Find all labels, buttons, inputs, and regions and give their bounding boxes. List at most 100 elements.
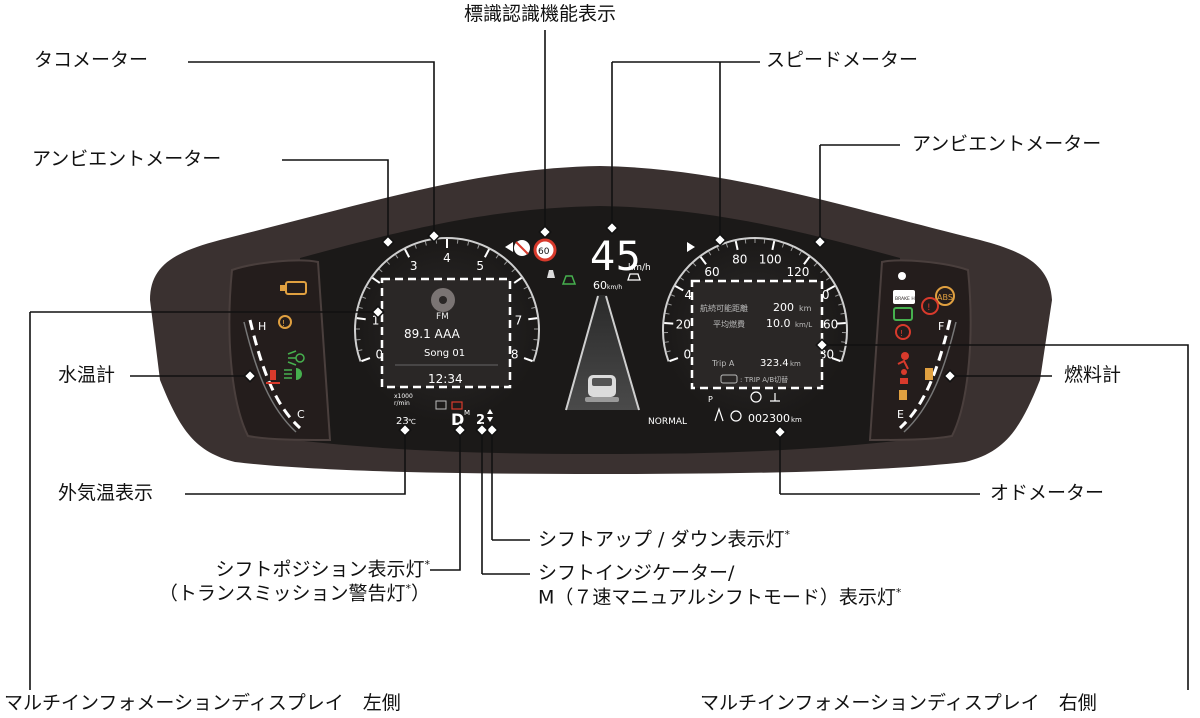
tach-tick-label: 1	[372, 314, 380, 328]
fuel-gauge: F E ABS BRAKE HOLD ! !	[893, 272, 957, 433]
airbag-warning-icon	[897, 352, 909, 370]
speed-minor-tick	[725, 243, 729, 248]
water-temp-gauge: H C !	[243, 281, 307, 433]
speed-major-tick	[699, 256, 707, 265]
low-fuel-icon	[899, 390, 907, 400]
label-fuel-gauge: 燃料計	[1064, 364, 1122, 386]
label-water-temp: 水温計	[58, 364, 116, 386]
speed-tick-labels: 020406080100120140160180	[676, 253, 839, 362]
tach-minor-tick	[467, 241, 470, 246]
mid-left-display: FM 89.1 AAA Song 01 12:34	[380, 277, 512, 389]
abs-warning-icon: ABS	[935, 286, 955, 306]
speed-minor-tick	[680, 277, 685, 281]
tach-minor-tick	[503, 261, 508, 265]
svg-text:!: !	[282, 319, 285, 328]
tach-minor-tick	[386, 261, 391, 265]
speed-minor-tick	[798, 251, 802, 256]
tach-minor-tick	[378, 268, 383, 273]
gear-number: 2	[476, 413, 485, 428]
tach-major-tick	[356, 317, 366, 321]
headlight-icon	[284, 368, 302, 380]
turn-left-icon	[505, 242, 513, 252]
speed-minor-tick	[840, 312, 845, 315]
collision-mitigation-icon	[561, 275, 577, 285]
speed-major-tick	[674, 285, 684, 292]
label-outside-temp: 外気温表示	[58, 482, 154, 504]
tach-minor-tick	[424, 241, 427, 246]
label-shift-position: シフトポジション表示灯* （トランスミッション警告灯*）	[158, 558, 430, 605]
speed-minor-tick	[790, 246, 794, 252]
set-speed: 60	[593, 279, 607, 292]
label-sign-recognition: 標識認識機能表示	[464, 3, 617, 25]
speed-major-tick	[669, 357, 679, 363]
leader-markers	[243, 221, 957, 439]
fuel-pump-icon	[925, 368, 933, 380]
fuel-empty-mark: E	[897, 408, 904, 421]
drive-mode: NORMAL	[648, 417, 687, 427]
outside-temperature-unit: ℃	[408, 418, 416, 426]
svg-text:BRAKE HOLD: BRAKE HOLD	[895, 296, 925, 302]
tach-major-tick	[523, 357, 533, 363]
mid-right-display: 航続可能距離 200 km 平均燃費 10.0 km/L Trip A 323.…	[690, 279, 824, 390]
turn-right-icon	[687, 242, 695, 252]
battery-icon	[451, 401, 463, 410]
coolant-temp-icon	[266, 370, 280, 384]
tach-minor-tick	[358, 349, 363, 352]
leader-lines	[29, 30, 1189, 690]
temp-low-mark: C	[297, 408, 305, 421]
range-value: 200	[773, 301, 794, 314]
tach-major-tick	[528, 317, 538, 321]
range-label: 航続可能距離	[700, 303, 748, 313]
trip-switch-icon	[720, 374, 738, 384]
tach-unit-2: r/min	[394, 400, 410, 407]
brake-hold-icon: BRAKE HOLD	[893, 290, 925, 304]
tach-minor-tick	[495, 254, 499, 259]
fog-light-icon	[287, 350, 305, 366]
acc-vehicle-icon	[627, 273, 641, 281]
brake-warning-icon: !	[921, 297, 939, 315]
lane-departure-icon	[714, 407, 724, 422]
tach-minor-tick	[527, 296, 532, 299]
speed-tick-label: 0	[684, 348, 692, 362]
speed-minor-tick	[670, 294, 675, 297]
speed-tick-label: 100	[759, 253, 782, 267]
odometer-value: 002300	[748, 412, 790, 425]
adjust-icon	[770, 393, 780, 402]
speed-major-tick	[836, 321, 846, 325]
tire-pressure-icon: !	[278, 315, 292, 329]
tach-major-tick	[361, 357, 371, 363]
label-mid-right: マルチインフォメーションディスプレイ 右側	[700, 692, 1097, 714]
speed-major-tick	[803, 256, 811, 265]
speed-tick-label: 20	[676, 317, 691, 331]
speed-minor-tick	[708, 251, 712, 256]
tach-arc	[354, 237, 540, 362]
shift-up-icon	[487, 409, 493, 414]
tach-tick-label: 5	[476, 259, 484, 273]
speed-minor-tick	[665, 312, 670, 315]
trip-label: Trip A	[711, 359, 735, 368]
set-speed-unit: km/h	[607, 284, 622, 291]
speed-limit-sign: 60	[533, 238, 557, 262]
tach-major-tick	[483, 248, 490, 258]
driver-attention-icon	[730, 410, 742, 422]
fuel-full-mark: F	[938, 320, 944, 333]
speed-minor-tick	[666, 350, 671, 353]
speed-tick-label: 80	[732, 253, 747, 267]
odometer-unit: km	[791, 416, 802, 424]
tach-minor-tick	[477, 244, 480, 249]
label-shift-indicator: シフトインジケーター/ M（７速マニュアルシフトモード）表示灯*	[538, 562, 902, 609]
speed-minor-tick	[813, 262, 818, 267]
speed-minor-tick	[838, 303, 843, 306]
tach-minor-tick	[511, 268, 516, 273]
trip-switch-hint: : TRIP A/B切替	[740, 375, 788, 384]
avg-fuel-unit: km/L	[795, 321, 812, 329]
preceding-vehicle-icon	[585, 375, 619, 402]
parking-sensor-icon: P	[708, 395, 713, 404]
no-pedestrian-sign-icon	[514, 240, 530, 256]
label-tachometer: タコメーター	[34, 49, 149, 71]
radio-band: FM	[436, 312, 449, 322]
label-odometer: オドメーター	[990, 482, 1105, 504]
speed-tick-label: 60	[704, 265, 719, 279]
tach-minor-tick	[414, 244, 417, 249]
range-unit: km	[799, 304, 812, 313]
